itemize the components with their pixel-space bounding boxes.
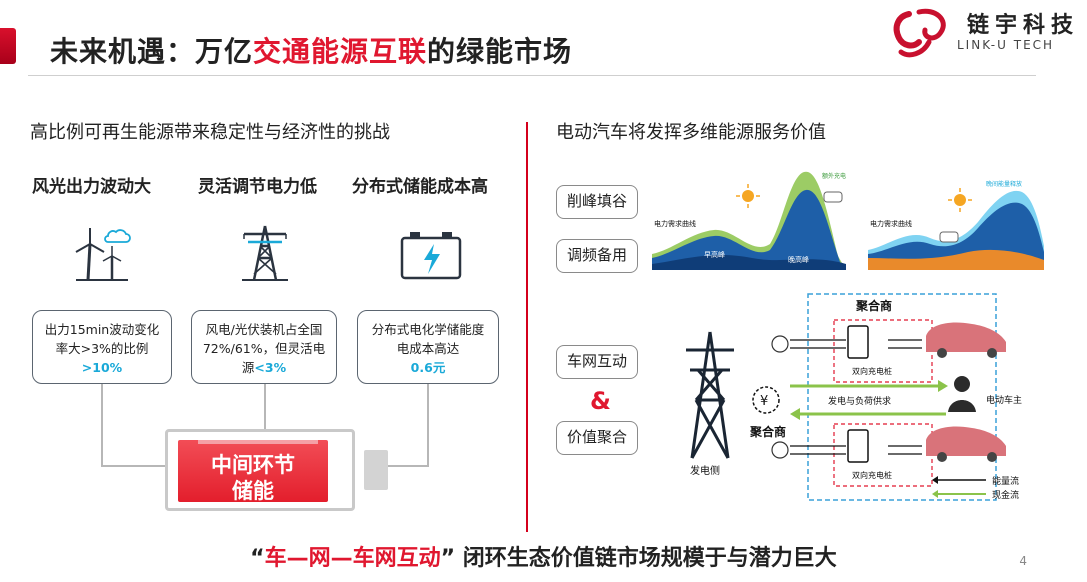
footer-statement: “车—网—车网互动” 闭环生态价值链市场规模于与潜力巨大 — [0, 540, 1087, 572]
info-highlight: >10% — [81, 360, 123, 375]
column-title-wind: 风光出力波动大 — [32, 177, 151, 197]
info-line: 电成本高达 — [396, 341, 460, 356]
evening-peak-label: 晚高峰 — [788, 255, 809, 264]
charger-icon — [847, 325, 869, 359]
right-heading: 电动汽车将发挥多维能源服务价值 — [556, 122, 826, 143]
evening-release-label: 晚间能量释放 — [986, 180, 1022, 188]
page-number: 4 — [1019, 554, 1027, 568]
footer-highlight: 车—网—车网互动 — [264, 546, 441, 571]
sun-icon — [954, 194, 966, 206]
ev-owner-avatar — [954, 376, 970, 392]
yen-symbol: ¥ — [760, 394, 768, 409]
yen-coin-icon — [752, 386, 780, 414]
info-line: 源 — [241, 360, 255, 375]
battery-highlight — [198, 440, 318, 444]
car-icon — [939, 231, 959, 243]
generation-side-label: 发电侧 — [690, 464, 720, 477]
info-box-storage: 分布式电化学储能度 电成本高达 0.6元 — [357, 310, 499, 384]
logo-mark-icon — [893, 8, 946, 58]
aggregator-top-label: 聚合商 — [855, 298, 892, 313]
power-tower-icon — [232, 222, 298, 284]
footer-text: 闭环生态价值链市场规模于与潜力巨大 — [462, 546, 837, 571]
company-logo: 链宇科技 LINK-U TECH — [879, 2, 1079, 62]
footer-quote-open: “ — [250, 546, 265, 571]
storage-battery-graphic: 中间环节 储能 — [165, 429, 355, 511]
meter-icon — [771, 335, 789, 353]
logo-subtext: LINK-U TECH — [957, 38, 1055, 52]
v2g-diagram: 聚合商 发电侧 双向充电桩 双向充电桩 ¥ 聚合商 发电与负荷供求 电动车主 能… — [686, 293, 1022, 501]
left-heading: 高比例可再生能源带来稳定性与经济性的挑战 — [30, 122, 390, 143]
legend-cash-label: 现金流 — [992, 489, 1019, 501]
aggregator-boundary — [807, 293, 997, 501]
connector-line — [427, 384, 429, 466]
column-title-flex: 灵活调节电力低 — [198, 177, 317, 197]
supply-demand-label: 发电与负荷供求 — [828, 395, 891, 407]
demand-curve-label: 电力需求曲线 — [654, 219, 696, 228]
extra-charge-label: 额外充电高峰 — [822, 172, 846, 180]
info-line: 率大>3%的比例 — [55, 341, 149, 356]
column-title-storage: 分布式储能成本高 — [352, 177, 488, 197]
demand-curve-chart-1: 电力需求曲线 早高峰 晚高峰 额外充电高峰 — [652, 171, 846, 270]
battery-terminal — [364, 450, 388, 490]
charger-label-top: 双向充电桩 — [852, 366, 892, 376]
ampersand: & — [590, 387, 611, 415]
ev-car-icon — [926, 322, 1006, 352]
info-highlight: 0.6元 — [410, 360, 446, 375]
legend-energy-label: 能量流 — [992, 475, 1019, 487]
battery-fill: 中间环节 储能 — [178, 440, 328, 504]
connector-line — [264, 384, 266, 430]
demand-curve-chart-2: 电力需求曲线 晚间能量释放 — [868, 180, 1044, 270]
section-divider — [526, 122, 528, 532]
battery-icon — [398, 222, 464, 284]
title-highlight: 交通能源互联 — [253, 35, 428, 68]
info-line: 分布式电化学储能度 — [371, 322, 485, 337]
morning-peak-label: 早高峰 — [704, 250, 725, 259]
car-icon — [823, 191, 843, 203]
ev-owner-label: 电动车主 — [986, 394, 1022, 406]
pill-peak-shaving: 削峰填谷 — [556, 185, 638, 219]
title-accent-bar — [0, 28, 16, 64]
wind-solar-icon — [68, 222, 134, 284]
title-underline — [28, 75, 1036, 76]
info-line: 风电/光伏装机占全国 — [205, 322, 323, 337]
demand-curve-label-2: 电力需求曲线 — [870, 219, 912, 228]
header: 未来机遇：万亿交通能源互联的绿能市场 链宇科技 LINK-U TECH — [0, 0, 1087, 78]
footer-quote-close: ” — [440, 546, 456, 571]
connector-line — [101, 465, 167, 467]
info-box-wind: 出力15min波动变化 率大>3%的比例 >10% — [32, 310, 172, 384]
pill-value-aggregation: 价值聚合 — [556, 421, 638, 455]
info-line: 出力15min波动变化 — [44, 322, 160, 337]
page-title: 未来机遇：万亿交通能源互联的绿能市场 — [50, 30, 572, 70]
pill-v2g: 车网互动 — [556, 345, 638, 379]
info-highlight: <3% — [254, 360, 287, 375]
meter-icon — [771, 441, 789, 459]
ev-car-icon — [926, 426, 1006, 456]
charger-icon — [847, 429, 869, 463]
title-part1: 未来机遇：万亿 — [50, 35, 254, 68]
title-part2: 的绿能市场 — [427, 35, 573, 68]
aggregator-mid-label: 聚合商 — [749, 424, 786, 439]
connector-line — [388, 465, 429, 467]
connector-line — [101, 384, 103, 466]
battery-label-line2: 储能 — [232, 479, 274, 503]
info-line: 72%/61%，但灵活电 — [202, 341, 326, 356]
sun-icon — [742, 190, 754, 202]
battery-label-line1: 中间环节 — [211, 453, 295, 477]
logo-text: 链宇科技 — [967, 13, 1080, 38]
pill-frequency-reserve: 调频备用 — [556, 239, 638, 273]
info-box-flex: 风电/光伏装机占全国 72%/61%，但灵活电 源<3% — [191, 310, 337, 384]
battery-label: 中间环节 储能 — [178, 452, 328, 504]
charger-label-bottom: 双向充电桩 — [852, 470, 892, 480]
transmission-tower-icon — [686, 331, 734, 459]
